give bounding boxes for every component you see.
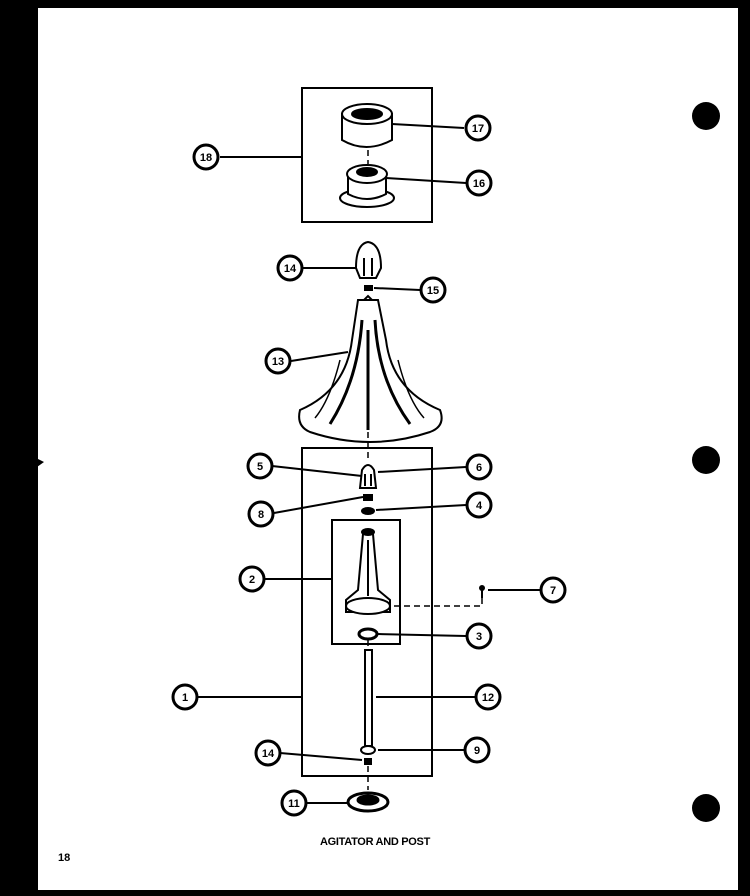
svg-text:7: 7 xyxy=(550,585,556,597)
svg-text:12: 12 xyxy=(482,692,494,704)
part-14-cap xyxy=(354,240,383,279)
part-13-agitator xyxy=(298,294,443,443)
callout-2: 2 xyxy=(238,565,266,593)
svg-text:17: 17 xyxy=(472,123,484,135)
callout-9: 9 xyxy=(463,736,491,764)
part-3-washer xyxy=(357,627,379,641)
part-12-shaft xyxy=(364,649,373,747)
leader-lines xyxy=(197,123,540,804)
kit-box-18 xyxy=(301,87,433,223)
svg-text:16: 16 xyxy=(473,178,485,190)
svg-text:14: 14 xyxy=(262,748,275,760)
part-8-spacer xyxy=(363,494,373,501)
callout-14-lower: 14 xyxy=(254,739,282,767)
callout-17: 17 xyxy=(464,114,492,142)
part-4-washer xyxy=(361,507,375,515)
assembly-box-1 xyxy=(301,447,433,777)
binder-hole-bottom xyxy=(692,794,720,822)
part-5-dog xyxy=(358,464,378,489)
svg-text:4: 4 xyxy=(476,500,483,512)
svg-text:13: 13 xyxy=(272,356,284,368)
assembly-box-2 xyxy=(331,519,401,645)
part-7-screw xyxy=(479,585,485,598)
binder-hole-top xyxy=(692,102,720,130)
callout-15: 15 xyxy=(419,276,447,304)
binder-hole-middle xyxy=(692,446,720,474)
callout-11: 11 xyxy=(280,789,308,817)
callout-14-upper: 14 xyxy=(276,254,304,282)
scan-blot xyxy=(10,455,44,476)
callout-6: 6 xyxy=(465,453,493,481)
part-9-washer xyxy=(360,745,376,755)
svg-text:9: 9 xyxy=(474,745,480,757)
svg-text:3: 3 xyxy=(476,631,482,643)
part-15-seal xyxy=(364,285,373,291)
diagram-caption: AGITATOR AND POST xyxy=(320,836,430,848)
part-17-cap xyxy=(341,103,393,148)
callout-8: 8 xyxy=(247,500,275,528)
part-11-seal xyxy=(346,791,390,813)
callout-4: 4 xyxy=(465,491,493,519)
callout-5: 5 xyxy=(246,452,274,480)
svg-text:14: 14 xyxy=(284,263,297,275)
screw-7-dashed-path xyxy=(394,596,483,607)
svg-text:11: 11 xyxy=(288,798,300,810)
callout-7: 7 xyxy=(539,576,567,604)
svg-text:18: 18 xyxy=(200,152,212,164)
svg-text:8: 8 xyxy=(258,509,264,521)
svg-text:6: 6 xyxy=(476,462,482,474)
callout-13: 13 xyxy=(264,347,292,375)
page-number: 18 xyxy=(58,852,71,864)
callout-12: 12 xyxy=(474,683,502,711)
callout-18: 18 xyxy=(192,143,220,171)
svg-text:15: 15 xyxy=(427,285,439,297)
callout-1: 1 xyxy=(171,683,199,711)
part-16-cam xyxy=(339,164,395,208)
svg-text:5: 5 xyxy=(257,461,263,473)
svg-text:1: 1 xyxy=(182,692,188,704)
callout-3: 3 xyxy=(465,622,493,650)
part-2-post xyxy=(345,528,391,615)
part-14-lower-seal xyxy=(364,758,372,765)
svg-text:2: 2 xyxy=(249,574,255,586)
callout-16: 16 xyxy=(465,169,493,197)
